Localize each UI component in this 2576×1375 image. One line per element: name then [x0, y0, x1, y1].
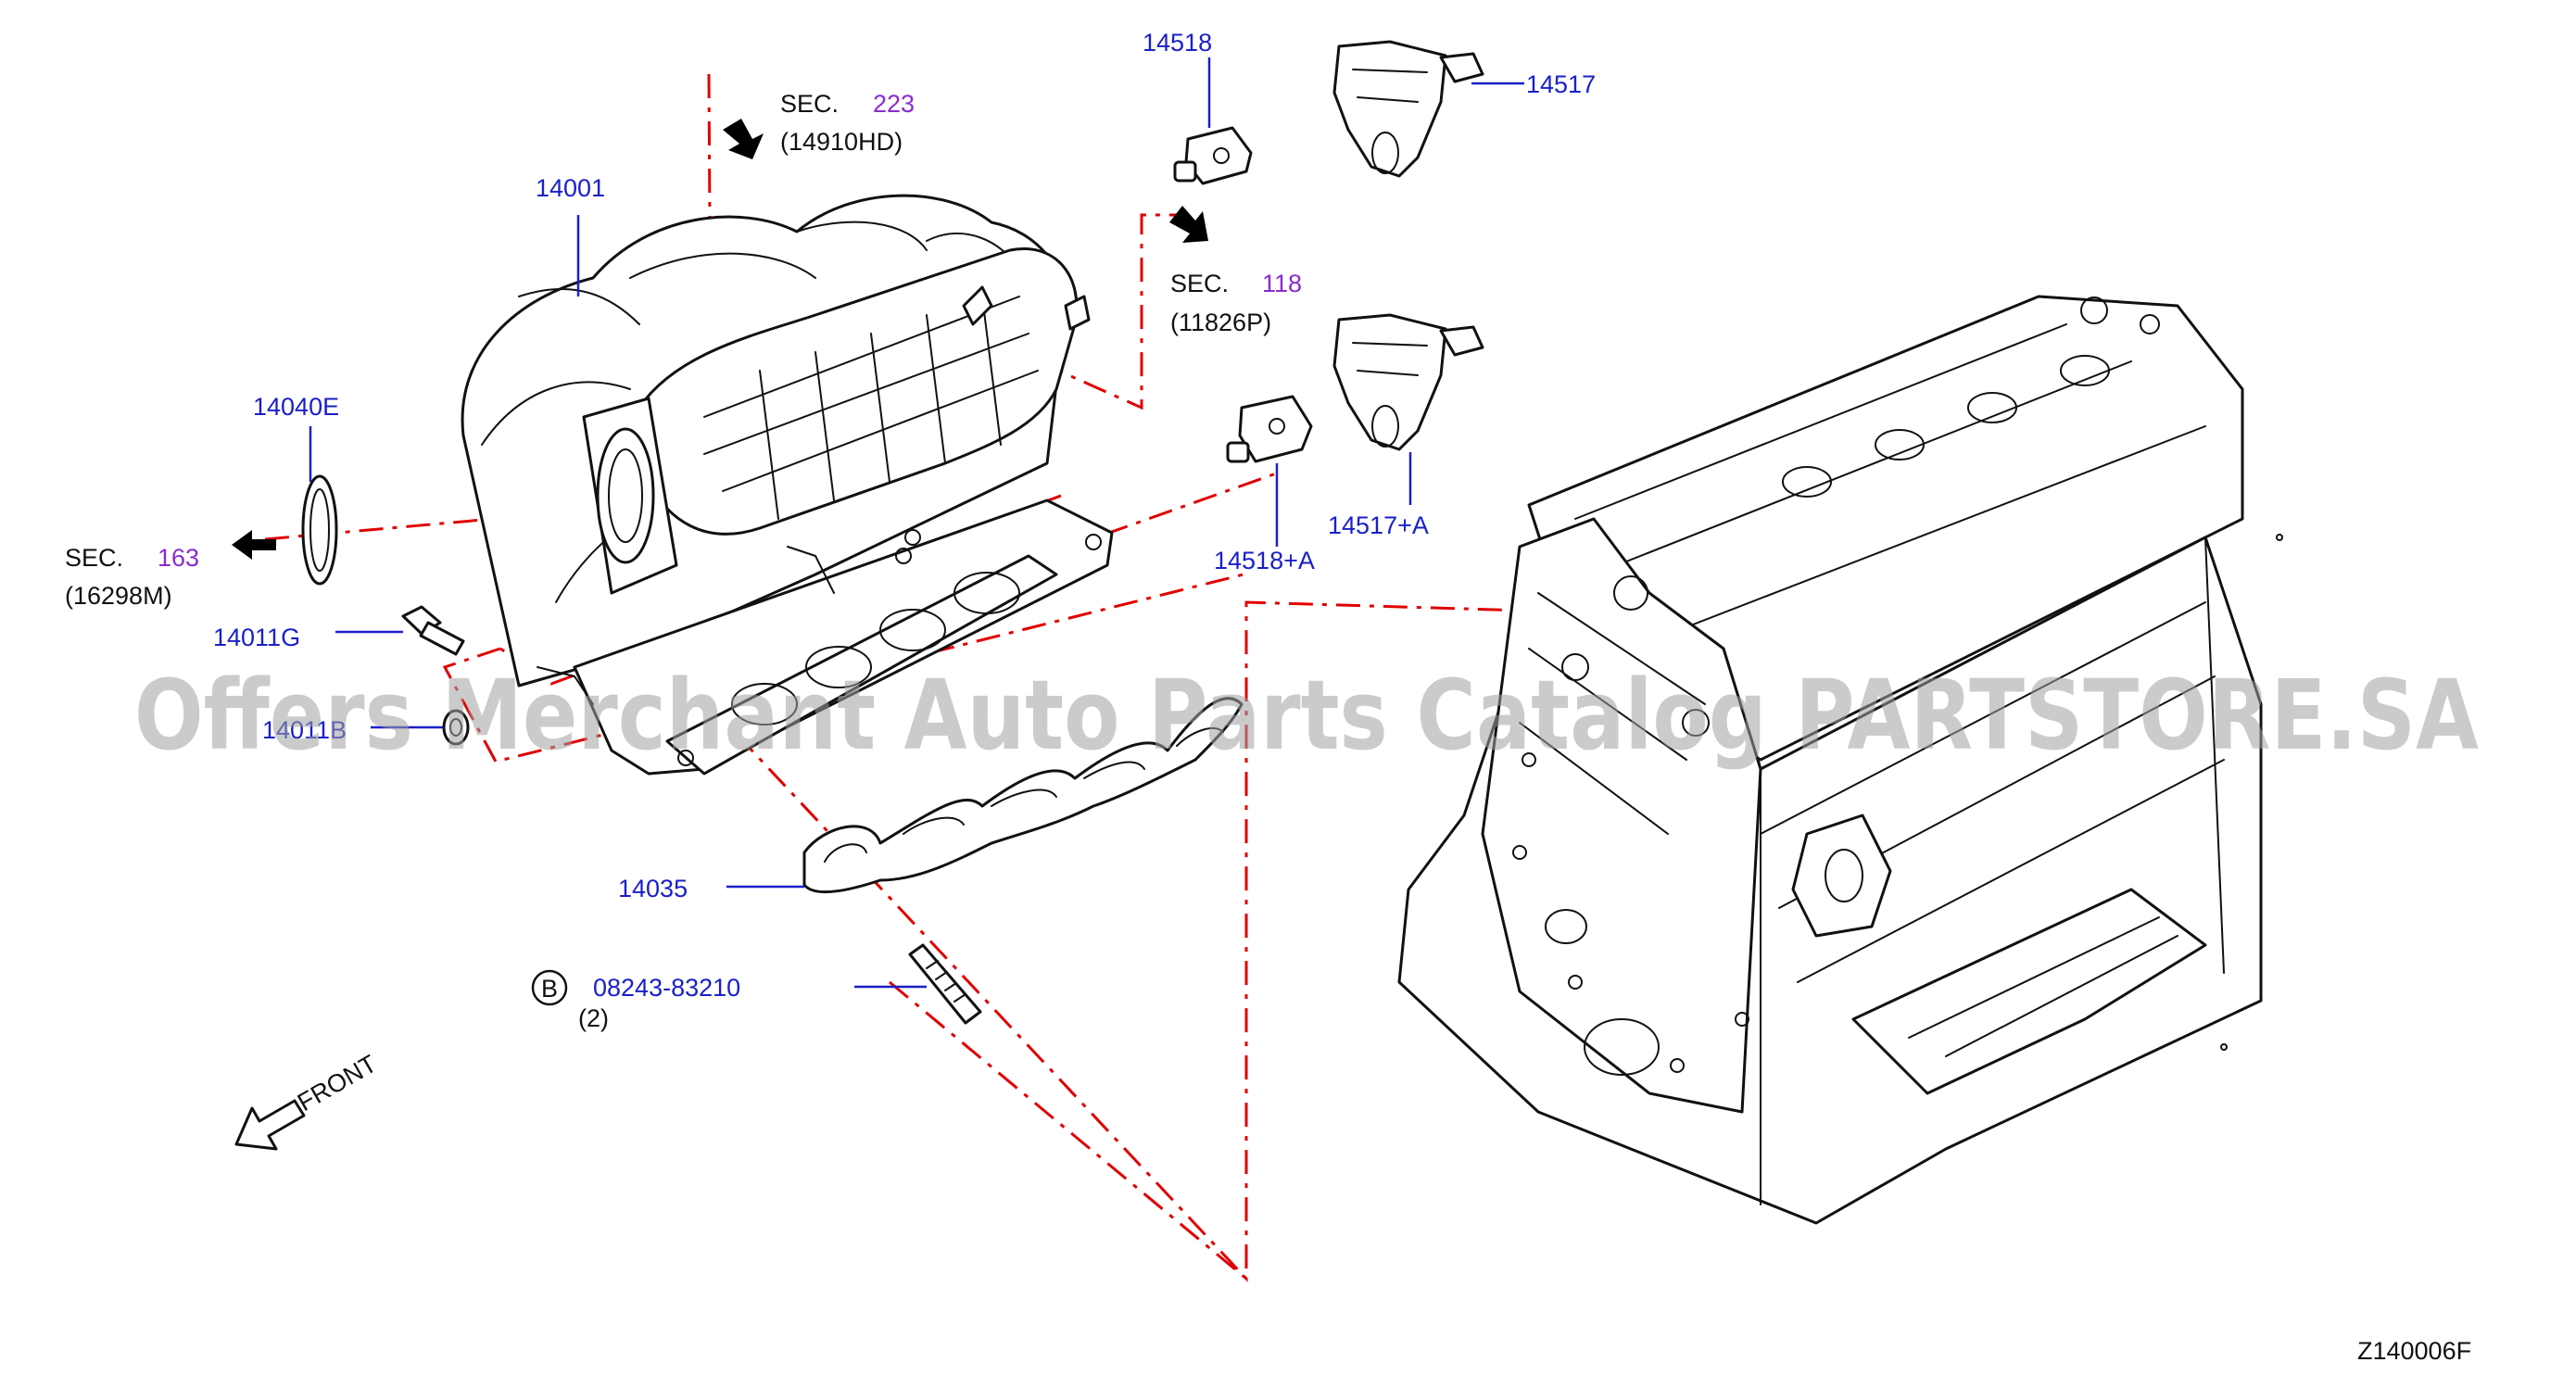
- manifold-gasket[interactable]: [802, 697, 1244, 894]
- sensor-14517[interactable]: [1332, 40, 1484, 178]
- sec-118-code: (11826P): [1170, 309, 1271, 336]
- label-14518[interactable]: 14518: [1143, 29, 1212, 57]
- bolt-ref-number[interactable]: 08243-83210: [593, 974, 740, 1002]
- label-14040e[interactable]: 14040E: [253, 393, 339, 421]
- label-14517a[interactable]: 14517+A: [1328, 511, 1429, 539]
- figure-code: Z140006F: [2357, 1337, 2471, 1365]
- label-14011g[interactable]: 14011G: [213, 624, 300, 651]
- intake-manifold[interactable]: [461, 194, 1114, 776]
- sec-163-prefix: SEC.: [65, 544, 123, 572]
- label-14001[interactable]: 14001: [536, 174, 605, 202]
- bolt-ref-qty: (2): [578, 1004, 609, 1032]
- valve-14518[interactable]: [1173, 126, 1253, 185]
- sec-arrows: [232, 119, 1208, 560]
- label-14517[interactable]: 14517: [1526, 70, 1596, 98]
- sec-163-number[interactable]: 163: [158, 544, 199, 572]
- front-arrow: [234, 1099, 306, 1151]
- bolt-ref-letter: B: [541, 975, 558, 1003]
- label-14518a[interactable]: 14518+A: [1214, 547, 1315, 574]
- stud-bolt[interactable]: [908, 943, 982, 1025]
- throttle-gasket[interactable]: [301, 474, 338, 586]
- front-label: FRONT: [293, 1050, 382, 1116]
- sensor-14517a[interactable]: [1332, 313, 1484, 451]
- label-14011b[interactable]: 14011B: [262, 716, 347, 744]
- engine-block: [1397, 295, 2283, 1225]
- sec-118-number[interactable]: 118: [1262, 270, 1302, 297]
- label-leaders: [309, 57, 1524, 989]
- sec-163-code: (16298M): [65, 582, 172, 610]
- washer-14011b[interactable]: [442, 709, 470, 746]
- bolt-ref-circle: [531, 969, 568, 1006]
- sec-223-number[interactable]: 223: [873, 90, 915, 118]
- sec-223-prefix: SEC.: [780, 90, 839, 118]
- watermark: Offers Merchant Auto Parts Catalog PARTS…: [134, 659, 2479, 772]
- bolt-14011g[interactable]: [401, 605, 465, 656]
- valve-14518a[interactable]: [1226, 395, 1313, 463]
- sec-223-code: (14910HD): [780, 128, 903, 156]
- sec-118-prefix: SEC.: [1170, 270, 1229, 297]
- label-14035[interactable]: 14035: [618, 875, 688, 902]
